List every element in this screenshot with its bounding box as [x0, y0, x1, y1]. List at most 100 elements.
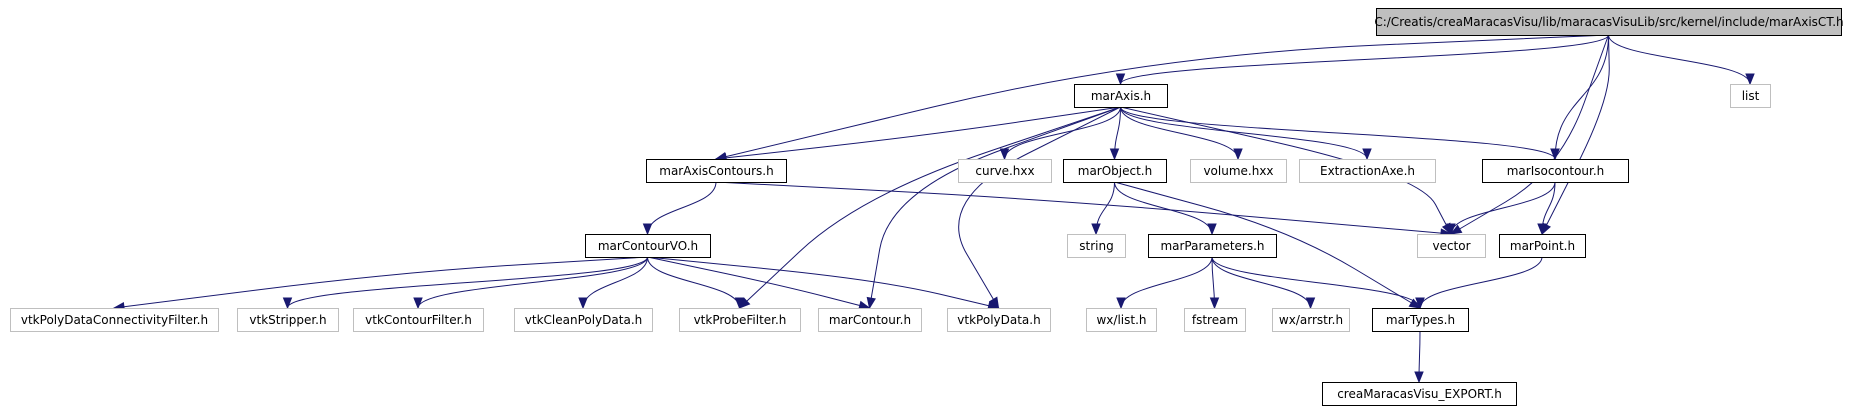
- node-label: string: [1079, 239, 1113, 253]
- edge-arrowhead: [1116, 297, 1126, 310]
- node-label: vtkProbeFilter.h: [694, 313, 787, 327]
- edge-marContourVO-to-vtkProbeFilter: [647, 256, 745, 310]
- node-fstream: fstream: [1184, 308, 1246, 332]
- node-ExtractionAxe: ExtractionAxe.h: [1299, 159, 1436, 183]
- node-vtkContourFilter: vtkContourFilter.h: [353, 308, 484, 332]
- node-marPoint[interactable]: marPoint.h: [1499, 234, 1586, 258]
- edge-marAxis-to-marIsocontour: [1120, 106, 1560, 161]
- node-label: fstream: [1192, 313, 1238, 327]
- node-box: [1148, 234, 1277, 258]
- node-label: wx/list.h: [1096, 313, 1146, 327]
- node-vtkCleanPolyData: vtkCleanPolyData.h: [514, 308, 653, 332]
- edge-marAxis-to-curve: [999, 106, 1121, 161]
- edge-arrowhead: [1550, 148, 1560, 161]
- node-box: [947, 308, 1051, 332]
- node-marIsocontour[interactable]: marIsocontour.h: [1482, 159, 1629, 183]
- node-label: vtkCleanPolyData.h: [525, 313, 642, 327]
- node-label: ExtractionAxe.h: [1320, 164, 1415, 178]
- node-marObject[interactable]: marObject.h: [1063, 159, 1167, 183]
- node-label: curve.hxx: [975, 164, 1034, 178]
- edge-arrowhead: [1415, 297, 1425, 310]
- node-vtkProbeFilter: vtkProbeFilter.h: [679, 308, 801, 332]
- node-box: [585, 234, 711, 258]
- edge-line: [582, 256, 648, 309]
- node-box: [353, 308, 484, 332]
- edge-arrowhead: [1449, 224, 1463, 235]
- edge-line: [113, 256, 648, 309]
- node-vtkPolyData: vtkPolyData.h: [947, 308, 1051, 332]
- edge-arrowhead: [1537, 223, 1547, 236]
- edge-marPoint-to-marTypes: [1415, 256, 1543, 310]
- edge-marAxis-to-marAxisContours: [714, 106, 1121, 163]
- edge-arrowhead: [1207, 223, 1217, 236]
- edge-line: [1114, 181, 1421, 309]
- edge-arrowhead: [1305, 297, 1316, 310]
- node-box: [1086, 308, 1157, 332]
- node-box: [679, 308, 801, 332]
- edge-line: [1419, 256, 1543, 309]
- edge-arrowhead: [642, 223, 653, 236]
- edge-arrowhead: [282, 297, 293, 310]
- node-box: [1299, 159, 1436, 183]
- edge-marContourVO-to-vtkStripper: [282, 256, 648, 310]
- node-label: volume.hxx: [1203, 164, 1273, 178]
- node-box: [1074, 84, 1168, 108]
- node-label: C:/Creatis/creaMaracasVisu/lib/maracasVi…: [1374, 15, 1843, 29]
- node-marParameters[interactable]: marParameters.h: [1148, 234, 1277, 258]
- node-label: marAxis.h: [1091, 89, 1151, 103]
- edge-arrowhead: [999, 148, 1010, 161]
- node-wxlist: wx/list.h: [1086, 308, 1157, 332]
- edge-arrowhead: [413, 297, 423, 310]
- edge-marObject-to-string: [1091, 181, 1115, 236]
- edge-arrowhead: [1109, 148, 1120, 161]
- node-box: [1322, 382, 1517, 406]
- node-box: [1063, 159, 1167, 183]
- node-box: [1372, 308, 1469, 332]
- edge-marContourVO-to-vtkPolyDataConnectivityFilter: [112, 256, 648, 312]
- edge-marAxis-to-volume: [1120, 106, 1243, 161]
- edge-root-to-list: [1608, 34, 1755, 86]
- edge-arrowhead: [866, 296, 876, 310]
- edge-line: [287, 256, 648, 309]
- edge-root-to-marIsocontour: [1550, 34, 1609, 161]
- node-box: [1376, 8, 1842, 36]
- edge-marObject-to-marParameters: [1114, 181, 1217, 236]
- edge-line: [647, 181, 717, 235]
- edge-marContourVO-to-marContour: [647, 256, 871, 310]
- node-box: [1184, 308, 1246, 332]
- node-marContourVO[interactable]: marContourVO.h: [585, 234, 711, 258]
- node-marTypes[interactable]: marTypes.h: [1372, 308, 1469, 332]
- node-label: marPoint.h: [1510, 239, 1575, 253]
- node-box: [818, 308, 922, 332]
- edge-root-to-vector: [1449, 34, 1609, 235]
- node-marAxis[interactable]: marAxis.h: [1074, 84, 1168, 108]
- edge-marAxisContours-to-marContourVO: [642, 181, 717, 236]
- edge-marTypes-to-EXPORT: [1414, 330, 1424, 384]
- nodes-layer: C:/Creatis/creaMaracasVisu/lib/maracasVi…: [10, 8, 1844, 406]
- edge-line: [647, 256, 870, 309]
- edge-line: [1450, 181, 1556, 235]
- node-root[interactable]: C:/Creatis/creaMaracasVisu/lib/maracasVi…: [1374, 8, 1844, 36]
- edge-marAxis-to-vtkPolyData: [958, 106, 1121, 310]
- node-label: marTypes.h: [1386, 313, 1455, 327]
- node-label: marAxisContours.h: [659, 164, 773, 178]
- node-EXPORT[interactable]: creaMaracasVisu_EXPORT.h: [1322, 382, 1517, 406]
- node-marAxisContours[interactable]: marAxisContours.h: [646, 159, 787, 183]
- edge-line: [715, 181, 1452, 235]
- edge-marObject-to-marTypes: [1114, 181, 1422, 309]
- node-label: creaMaracasVisu_EXPORT.h: [1337, 387, 1502, 401]
- node-box: [1190, 159, 1287, 183]
- node-volume: volume.hxx: [1190, 159, 1287, 183]
- edge-root-to-marPoint: [1541, 34, 1610, 236]
- edge-arrowhead: [1408, 298, 1422, 309]
- edge-marContourVO-to-vtkPolyData: [647, 256, 1000, 311]
- node-label: marContour.h: [829, 313, 911, 327]
- node-box: [514, 308, 653, 332]
- node-wxarrstr: wx/arrstr.h: [1272, 308, 1350, 332]
- node-box: [958, 159, 1052, 183]
- edge-arrowhead: [1115, 73, 1126, 86]
- node-vtkPolyDataConnectivityFilter: vtkPolyDataConnectivityFilter.h: [10, 308, 219, 332]
- edge-line: [1004, 106, 1121, 160]
- edge-line: [958, 106, 1121, 309]
- edge-line: [715, 106, 1121, 160]
